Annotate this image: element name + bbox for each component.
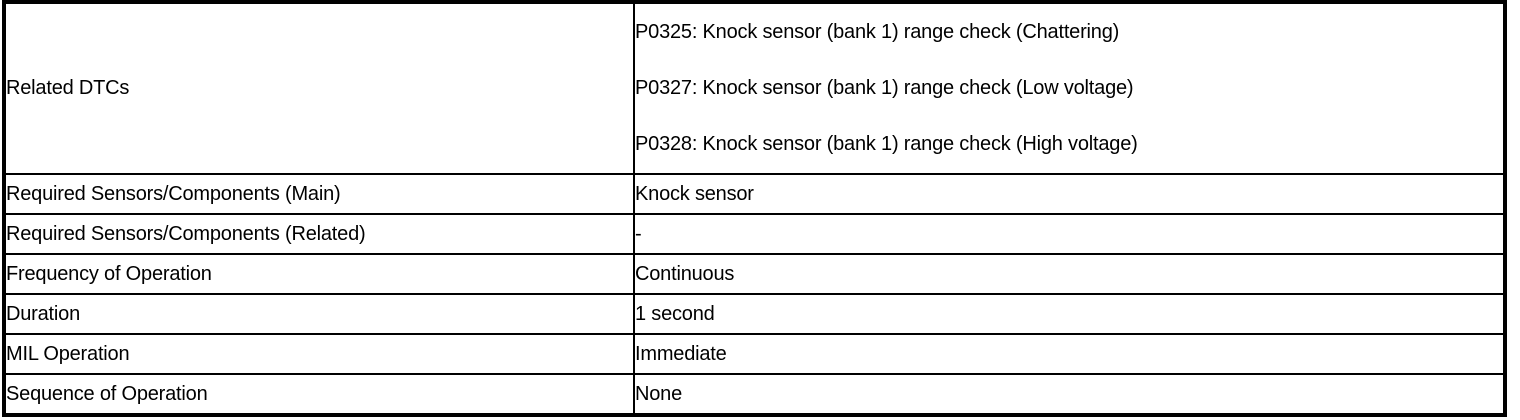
row-label-related-dtcs: Related DTCs — [3, 1, 635, 175]
dtc-line-p0327: P0327: Knock sensor (bank 1) range check… — [635, 77, 1134, 99]
value-text-frequency-of-operation: Continuous — [635, 262, 735, 285]
table-row-sequence-of-operation: Sequence of Operation None — [3, 373, 1506, 416]
dtc-list: P0325: Knock sensor (bank 1) range check… — [635, 21, 1503, 156]
table-row-mil-operation: MIL Operation Immediate — [3, 333, 1506, 375]
dtc-line-p0328: P0328: Knock sensor (bank 1) range check… — [635, 133, 1138, 155]
table-row-required-sensors-main: Required Sensors/Components (Main) Knock… — [3, 173, 1506, 215]
row-value-related-dtcs: P0325: Knock sensor (bank 1) range check… — [633, 1, 1506, 175]
table-row-related-dtcs: Related DTCs P0325: Knock sensor (bank 1… — [3, 1, 1506, 175]
table-body: Related DTCs P0325: Knock sensor (bank 1… — [3, 1, 1506, 416]
row-label-required-sensors-main: Required Sensors/Components (Main) — [3, 173, 635, 215]
value-text-required-sensors-related: - — [635, 222, 642, 245]
value-text-mil-operation: Immediate — [635, 342, 727, 365]
row-value-duration: 1 second — [633, 293, 1506, 335]
table-row-required-sensors-related: Required Sensors/Components (Related) - — [3, 213, 1506, 255]
row-label-duration: Duration — [3, 293, 635, 335]
value-text-duration: 1 second — [635, 302, 715, 325]
table-row-duration: Duration 1 second — [3, 293, 1506, 335]
row-label-frequency-of-operation: Frequency of Operation — [3, 253, 635, 295]
value-text-required-sensors-main: Knock sensor — [635, 182, 754, 205]
row-value-required-sensors-main: Knock sensor — [633, 173, 1506, 215]
row-label-sequence-of-operation: Sequence of Operation — [3, 373, 635, 416]
row-label-mil-operation: MIL Operation — [3, 333, 635, 375]
dtc-line-p0325: P0325: Knock sensor (bank 1) range check… — [635, 21, 1120, 43]
row-value-sequence-of-operation: None — [633, 373, 1506, 416]
row-value-frequency-of-operation: Continuous — [633, 253, 1506, 295]
value-text-sequence-of-operation: None — [635, 382, 683, 405]
row-value-mil-operation: Immediate — [633, 333, 1506, 375]
row-label-required-sensors-related: Required Sensors/Components (Related) — [3, 213, 635, 255]
row-value-required-sensors-related: - — [633, 213, 1506, 255]
table-row-frequency-of-operation: Frequency of Operation Continuous — [3, 253, 1506, 295]
